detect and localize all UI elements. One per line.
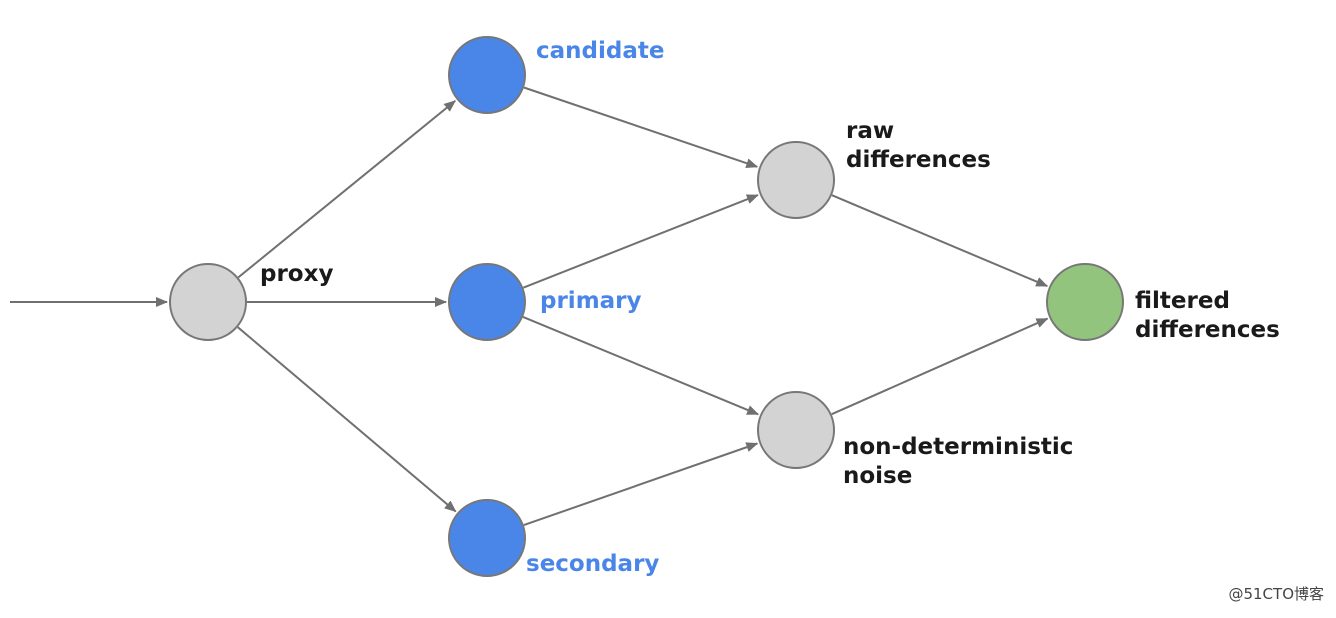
raw-differences-line-2: differences	[846, 147, 991, 173]
proxy-node	[169, 263, 247, 341]
edge-proxy-to-secondary	[237, 326, 457, 513]
edge-primary-to-noise	[522, 315, 760, 416]
noise-line-2: noise	[843, 463, 913, 489]
noise-label: non-deterministic noise	[843, 433, 1073, 491]
filtered-differences-line-2: differences	[1135, 317, 1280, 343]
nodes-layer	[169, 36, 1124, 577]
raw-node	[757, 141, 835, 219]
edge-secondary-to-noise	[523, 442, 759, 527]
primary-node	[448, 263, 526, 341]
edge-primary-to-raw	[522, 194, 759, 289]
secondary-label: secondary	[526, 551, 660, 577]
secondary-node	[448, 499, 526, 577]
raw-differences-line-1: raw	[846, 118, 895, 144]
edge-proxy-to-candidate	[237, 100, 456, 279]
edge-candidate-to-raw	[523, 86, 759, 168]
filtered-node	[1046, 263, 1124, 341]
filtered-differences-line-1: filtered	[1135, 288, 1230, 314]
noise-node	[757, 391, 835, 469]
noise-line-1: non-deterministic	[843, 434, 1074, 460]
primary-label: primary	[540, 288, 642, 314]
proxy-label: proxy	[260, 261, 334, 287]
edge-noise-to-filtered	[831, 317, 1049, 416]
watermark: @51CTO博客	[1228, 585, 1324, 603]
candidate-label: candidate	[536, 38, 665, 64]
candidate-node	[448, 36, 526, 114]
raw-differences-label: raw differences	[846, 117, 991, 175]
edge-raw-to-filtered	[831, 194, 1049, 288]
filtered-differences-label: filtered differences	[1135, 287, 1280, 345]
edges-layer	[10, 86, 1049, 527]
